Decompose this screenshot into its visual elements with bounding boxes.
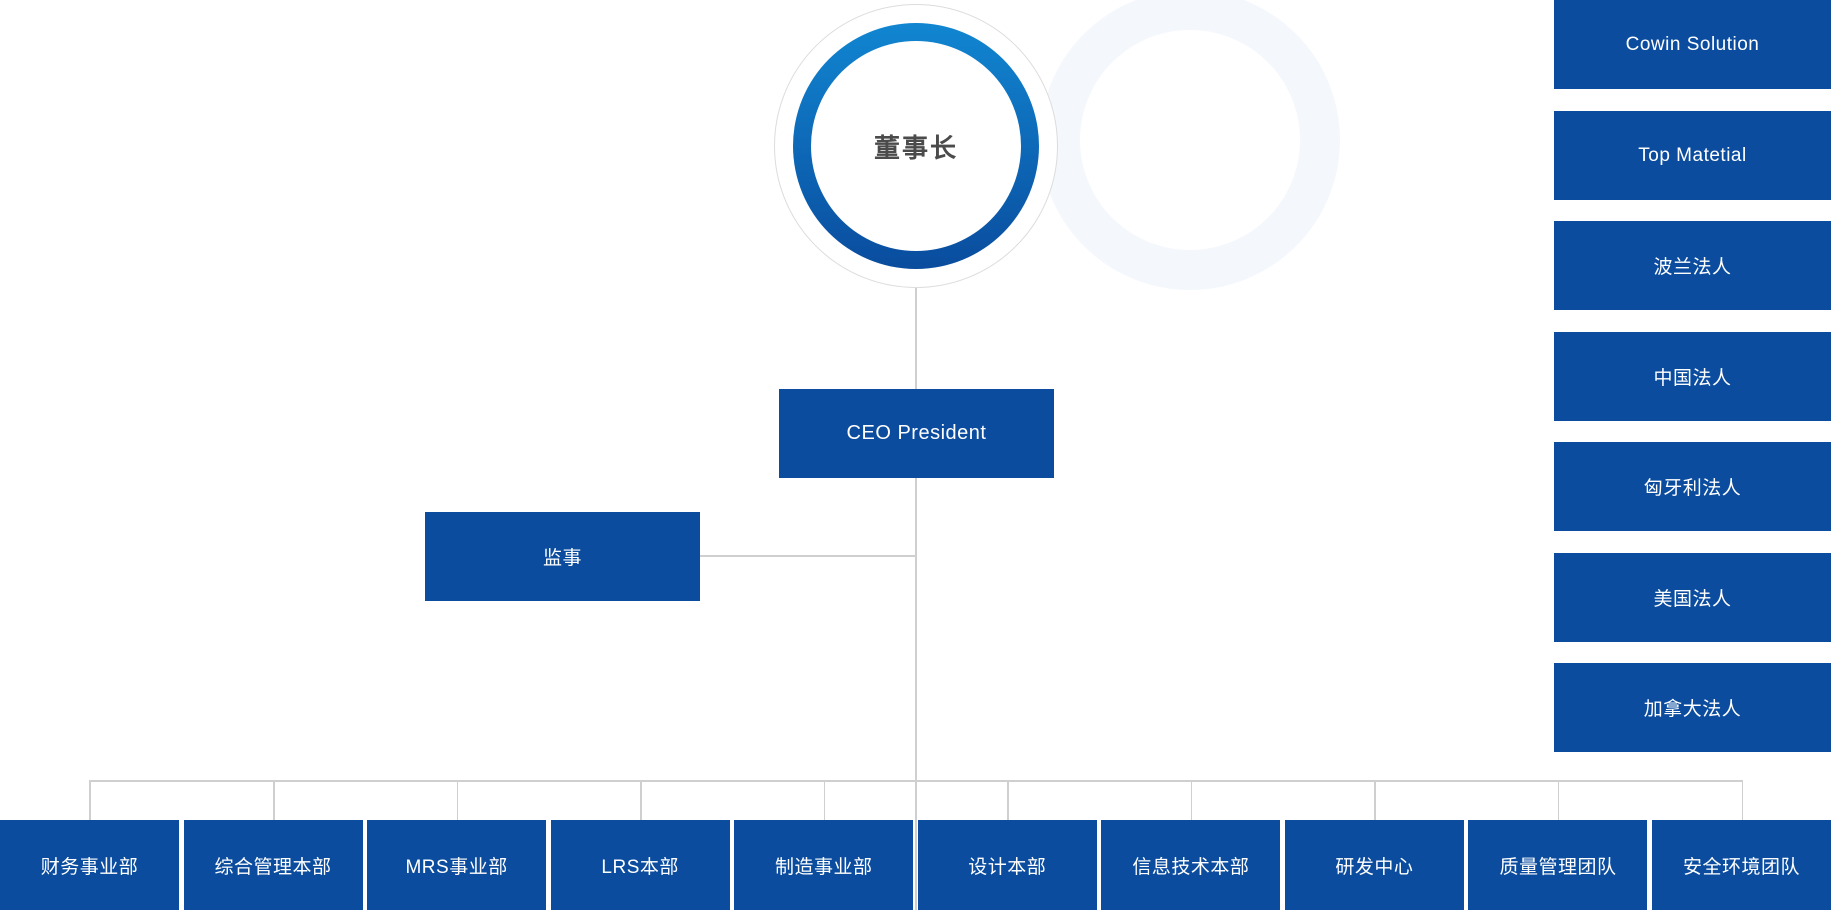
department-box: 制造事业部: [734, 820, 914, 910]
supervisor-label: 监事: [542, 548, 582, 569]
connector-department-stub: [1007, 780, 1009, 820]
subsidiary-box: 中国法人: [1554, 332, 1831, 421]
connector-department-stub: [273, 780, 275, 820]
department-box: 财务事业部: [0, 820, 179, 910]
supervisor-node: 监事: [425, 512, 700, 601]
department-box: 信息技术本部: [1101, 820, 1281, 910]
subsidiary-box: 波兰法人: [1554, 221, 1831, 310]
ceo-label: CEO President: [846, 422, 987, 444]
department-box: MRS事业部: [367, 820, 547, 910]
department-box: 综合管理本部: [183, 820, 363, 910]
connector-department-stub: [1190, 780, 1193, 820]
subsidiary-box: Top Matetial: [1554, 111, 1831, 200]
department-box: 质量管理团队: [1468, 820, 1648, 910]
connector-trunk: [915, 288, 917, 910]
connector-supervisor: [700, 555, 916, 557]
department-box: 安全环境团队: [1652, 820, 1831, 910]
department-box: 设计本部: [917, 820, 1097, 910]
connector-department-stub: [640, 780, 642, 820]
chairman-ring-inner: 董事长: [811, 41, 1021, 251]
watermark-ring: [1040, 0, 1340, 290]
subsidiary-box: 匈牙利法人: [1554, 442, 1831, 531]
connector-departments: [89, 780, 1742, 782]
chairman-label: 董事长: [873, 132, 958, 163]
connector-department-stub: [823, 780, 826, 820]
subsidiary-box: 加拿大法人: [1554, 663, 1831, 752]
subsidiary-box: 美国法人: [1554, 553, 1831, 642]
connector-department-stub: [1374, 780, 1376, 820]
connector-department-stub: [89, 780, 91, 820]
chairman-ring: 董事长: [793, 23, 1039, 269]
connector-department-stub: [1741, 780, 1744, 820]
connector-department-stub: [456, 780, 459, 820]
ceo-node: CEO President: [779, 389, 1054, 478]
subsidiary-box: Cowin Solution: [1554, 0, 1831, 89]
department-box: LRS本部: [550, 820, 730, 910]
connector-department-stub: [1557, 780, 1560, 820]
chairman-node: 董事长: [774, 4, 1058, 288]
department-box: 研发中心: [1284, 820, 1464, 910]
